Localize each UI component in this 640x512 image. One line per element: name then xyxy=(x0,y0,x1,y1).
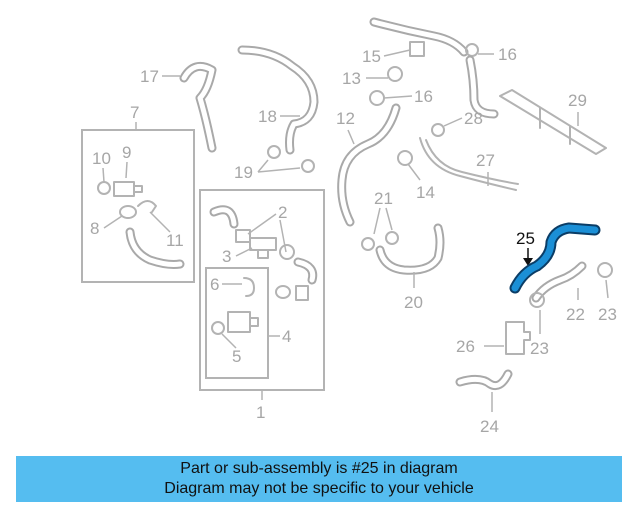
o-ring-19b xyxy=(301,159,315,173)
callout-13: 13 xyxy=(342,69,361,88)
info-banner: Part or sub-assembly is #25 in diagram D… xyxy=(16,456,622,502)
o-ring-21a xyxy=(361,237,375,251)
callout-2: 2 xyxy=(278,203,287,222)
callout-23a: 23 xyxy=(598,305,617,324)
callout-9: 9 xyxy=(122,143,131,162)
hose-25 xyxy=(511,224,599,292)
callout-18: 18 xyxy=(258,107,277,126)
callout-21: 21 xyxy=(374,189,393,208)
clamp-16b xyxy=(369,90,385,106)
callout-20: 20 xyxy=(404,293,423,312)
callout-4: 4 xyxy=(282,327,291,346)
callout-14: 14 xyxy=(416,183,435,202)
o-ring-28 xyxy=(431,123,445,137)
clamp-16a xyxy=(465,43,479,57)
callout-5: 5 xyxy=(232,347,241,366)
callout-16b: 16 xyxy=(414,87,433,106)
callout-12: 12 xyxy=(336,109,355,128)
fitting-2a xyxy=(235,229,251,243)
cap-center xyxy=(295,285,309,301)
housing-4 xyxy=(227,311,259,333)
callout-11: 11 xyxy=(166,231,184,250)
o-ring-10 xyxy=(97,181,111,195)
clamp-13 xyxy=(387,66,403,82)
callout-27: 27 xyxy=(476,151,495,170)
callout-15: 15 xyxy=(362,47,381,66)
callout-10: 10 xyxy=(92,149,111,168)
banner-line-1: Part or sub-assembly is #25 in diagram xyxy=(180,460,458,477)
clamp-center xyxy=(275,285,291,299)
callout-28: 28 xyxy=(464,109,483,128)
callout-29: 29 xyxy=(568,91,587,110)
rail-29 xyxy=(499,89,607,155)
hose-18 xyxy=(237,45,319,155)
connector-9 xyxy=(113,181,143,197)
arrowhead-25 xyxy=(523,258,533,266)
o-ring-5 xyxy=(211,321,225,335)
bracket-15 xyxy=(409,41,425,57)
callout-6: 6 xyxy=(210,275,219,294)
pipe-27 xyxy=(419,137,517,191)
o-ring-21b xyxy=(385,231,399,245)
callout-24: 24 xyxy=(480,417,499,436)
pipe-27b xyxy=(425,139,519,185)
bracket-11 xyxy=(137,200,157,213)
callout-3: 3 xyxy=(222,247,231,266)
clip-6 xyxy=(243,277,255,297)
callout-17: 17 xyxy=(140,67,159,86)
group-box-7 xyxy=(81,129,195,283)
clamp-23a xyxy=(597,262,613,278)
banner-line-2: Diagram may not be specific to your vehi… xyxy=(164,480,474,497)
clamp-14 xyxy=(397,150,413,166)
clamp-8 xyxy=(119,205,137,219)
housing-26 xyxy=(505,321,531,355)
tee-fitting-3 xyxy=(249,237,277,259)
clamp-23b xyxy=(529,292,545,308)
callout-23b: 23 xyxy=(530,339,549,358)
callout-22: 22 xyxy=(566,305,585,324)
fitting-2b xyxy=(279,244,295,260)
callout-8: 8 xyxy=(90,219,99,238)
o-ring-19a xyxy=(267,145,281,159)
callout-26: 26 xyxy=(456,337,475,356)
callout-19: 19 xyxy=(234,163,253,182)
callout-16a: 16 xyxy=(498,45,517,64)
callout-1: 1 xyxy=(256,403,265,422)
callout-7: 7 xyxy=(130,103,139,122)
group-box-4 xyxy=(205,267,269,379)
callout-25: 25 xyxy=(516,229,535,248)
